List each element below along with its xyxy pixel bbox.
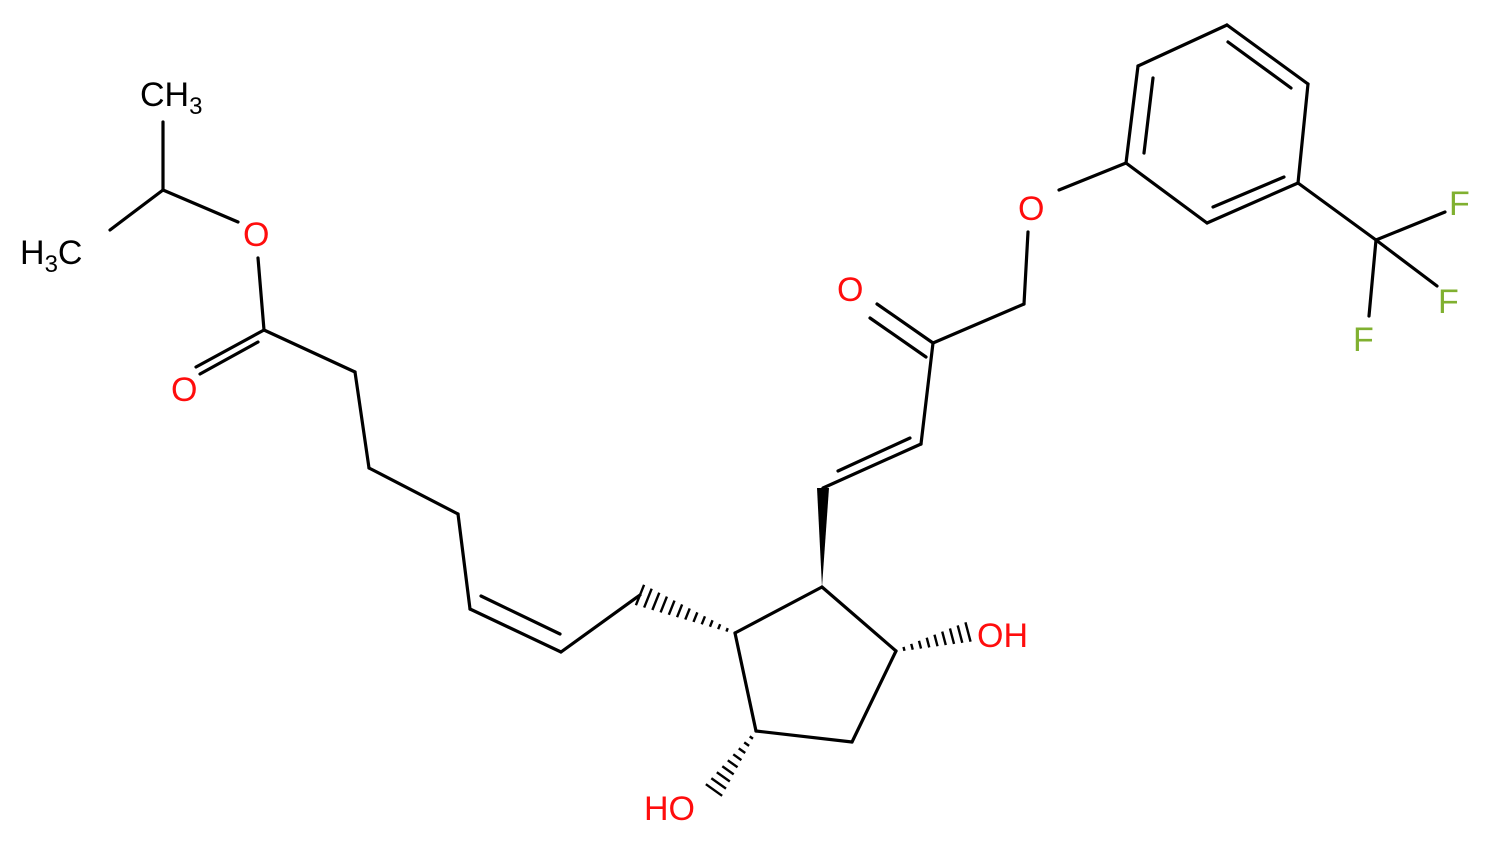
bond-chain-5 (559, 593, 642, 654)
hydroxyl-right-label: OH (977, 617, 1028, 655)
hash-stroke (643, 588, 653, 609)
bond-benzene-inner-2 (1226, 40, 1293, 90)
hash-stroke (933, 634, 939, 647)
hash-stroke (956, 625, 964, 644)
bond-ring-b (820, 585, 898, 653)
bond-cis-double-1 (468, 607, 563, 654)
hash-stroke (964, 622, 972, 642)
bond-cis-double-2 (479, 594, 562, 636)
fluorine-1-label: F (1449, 185, 1470, 223)
bond-benzene-inner-3 (1211, 175, 1286, 209)
hash-stroke (948, 628, 956, 645)
hash-stroke (700, 615, 707, 625)
bond-benzene-1 (1124, 64, 1140, 165)
bond-isopropyl-h3c-left (108, 188, 165, 232)
ester-oxygen-label: O (243, 216, 269, 254)
carbonyl-oxygen-label: O (171, 371, 197, 409)
hashed-wedge-oh-bottom (705, 729, 758, 797)
bond-benzene-2 (1136, 23, 1229, 68)
hash-stroke (910, 643, 914, 650)
bond-chain-3 (367, 466, 460, 516)
bond-isopropyl-o (161, 188, 240, 224)
bond-ring-d (754, 729, 854, 744)
hash-stroke (894, 649, 898, 653)
hash-stroke (902, 646, 906, 652)
hash-stroke (692, 611, 699, 623)
h3c-left-label: H3C (20, 234, 82, 278)
hash-stroke (710, 777, 727, 790)
hash-stroke (749, 735, 754, 740)
solid-wedge-omega-chain (817, 488, 829, 587)
fluorine-2-label: F (1438, 283, 1459, 321)
bond-ketone-double-2 (868, 316, 928, 359)
bond-carbonyl-double-2 (198, 340, 260, 376)
bond-omega-3 (1022, 230, 1030, 306)
hashed-wedge-alpha-chain (634, 584, 737, 635)
hash-stroke (721, 765, 735, 776)
bond-chain-4 (456, 512, 472, 611)
hash-stroke (708, 619, 714, 628)
fluorine-3-label: F (1353, 321, 1374, 359)
hydroxyl-bottom-label: HO (644, 790, 695, 828)
ether-oxygen-label: O (1018, 190, 1044, 228)
hash-stroke (732, 753, 743, 762)
ketone-oxygen-label: O (837, 271, 863, 309)
bond-chain-2 (353, 370, 371, 470)
bond-ring-e (733, 631, 758, 733)
bond-trans-double-2 (836, 436, 912, 473)
hashed-wedge-oh-right (894, 622, 972, 653)
hash-stroke (684, 607, 691, 621)
ch3-top-label: CH3 (140, 76, 202, 120)
bond-omega-2 (931, 302, 1026, 345)
bond-ketone-double-1 (875, 302, 935, 345)
bond-ether-aryl (1057, 161, 1128, 192)
bond-omega-1 (919, 341, 935, 446)
bond-benzene-inner-1 (1142, 76, 1155, 155)
bond-trans-double-1 (821, 442, 923, 490)
bond-c-f1 (1374, 210, 1447, 242)
bond-benzene-4 (1296, 82, 1310, 185)
hash-stroke (659, 596, 669, 613)
bond-carbonyl-double-1 (194, 328, 266, 369)
hash-stroke (634, 584, 646, 606)
bond-benzene-3 (1225, 23, 1310, 86)
hash-stroke (667, 600, 676, 616)
hash-stroke (743, 741, 750, 747)
bond-ring-c (850, 649, 898, 744)
hash-stroke (941, 631, 947, 646)
bond-aryl-cf3 (1296, 181, 1378, 242)
bond-benzene-5 (1205, 181, 1300, 225)
hash-stroke (738, 747, 746, 754)
hash-stroke (727, 759, 739, 769)
hash-stroke (717, 623, 722, 630)
hash-stroke (725, 627, 729, 632)
bond-c-f3 (1367, 238, 1378, 318)
bond-benzene-6 (1124, 161, 1209, 225)
bond-ring-a (733, 585, 824, 635)
hash-stroke (705, 783, 723, 797)
hash-stroke (925, 637, 931, 648)
bond-o-carbonyl-carbon (256, 256, 266, 332)
bond-chain-1 (262, 328, 357, 374)
hash-stroke (675, 604, 684, 618)
hash-stroke (651, 592, 661, 611)
hash-stroke (754, 729, 758, 733)
bond-c-f2 (1374, 238, 1439, 288)
hash-stroke (716, 771, 731, 783)
hash-stroke (917, 640, 923, 649)
